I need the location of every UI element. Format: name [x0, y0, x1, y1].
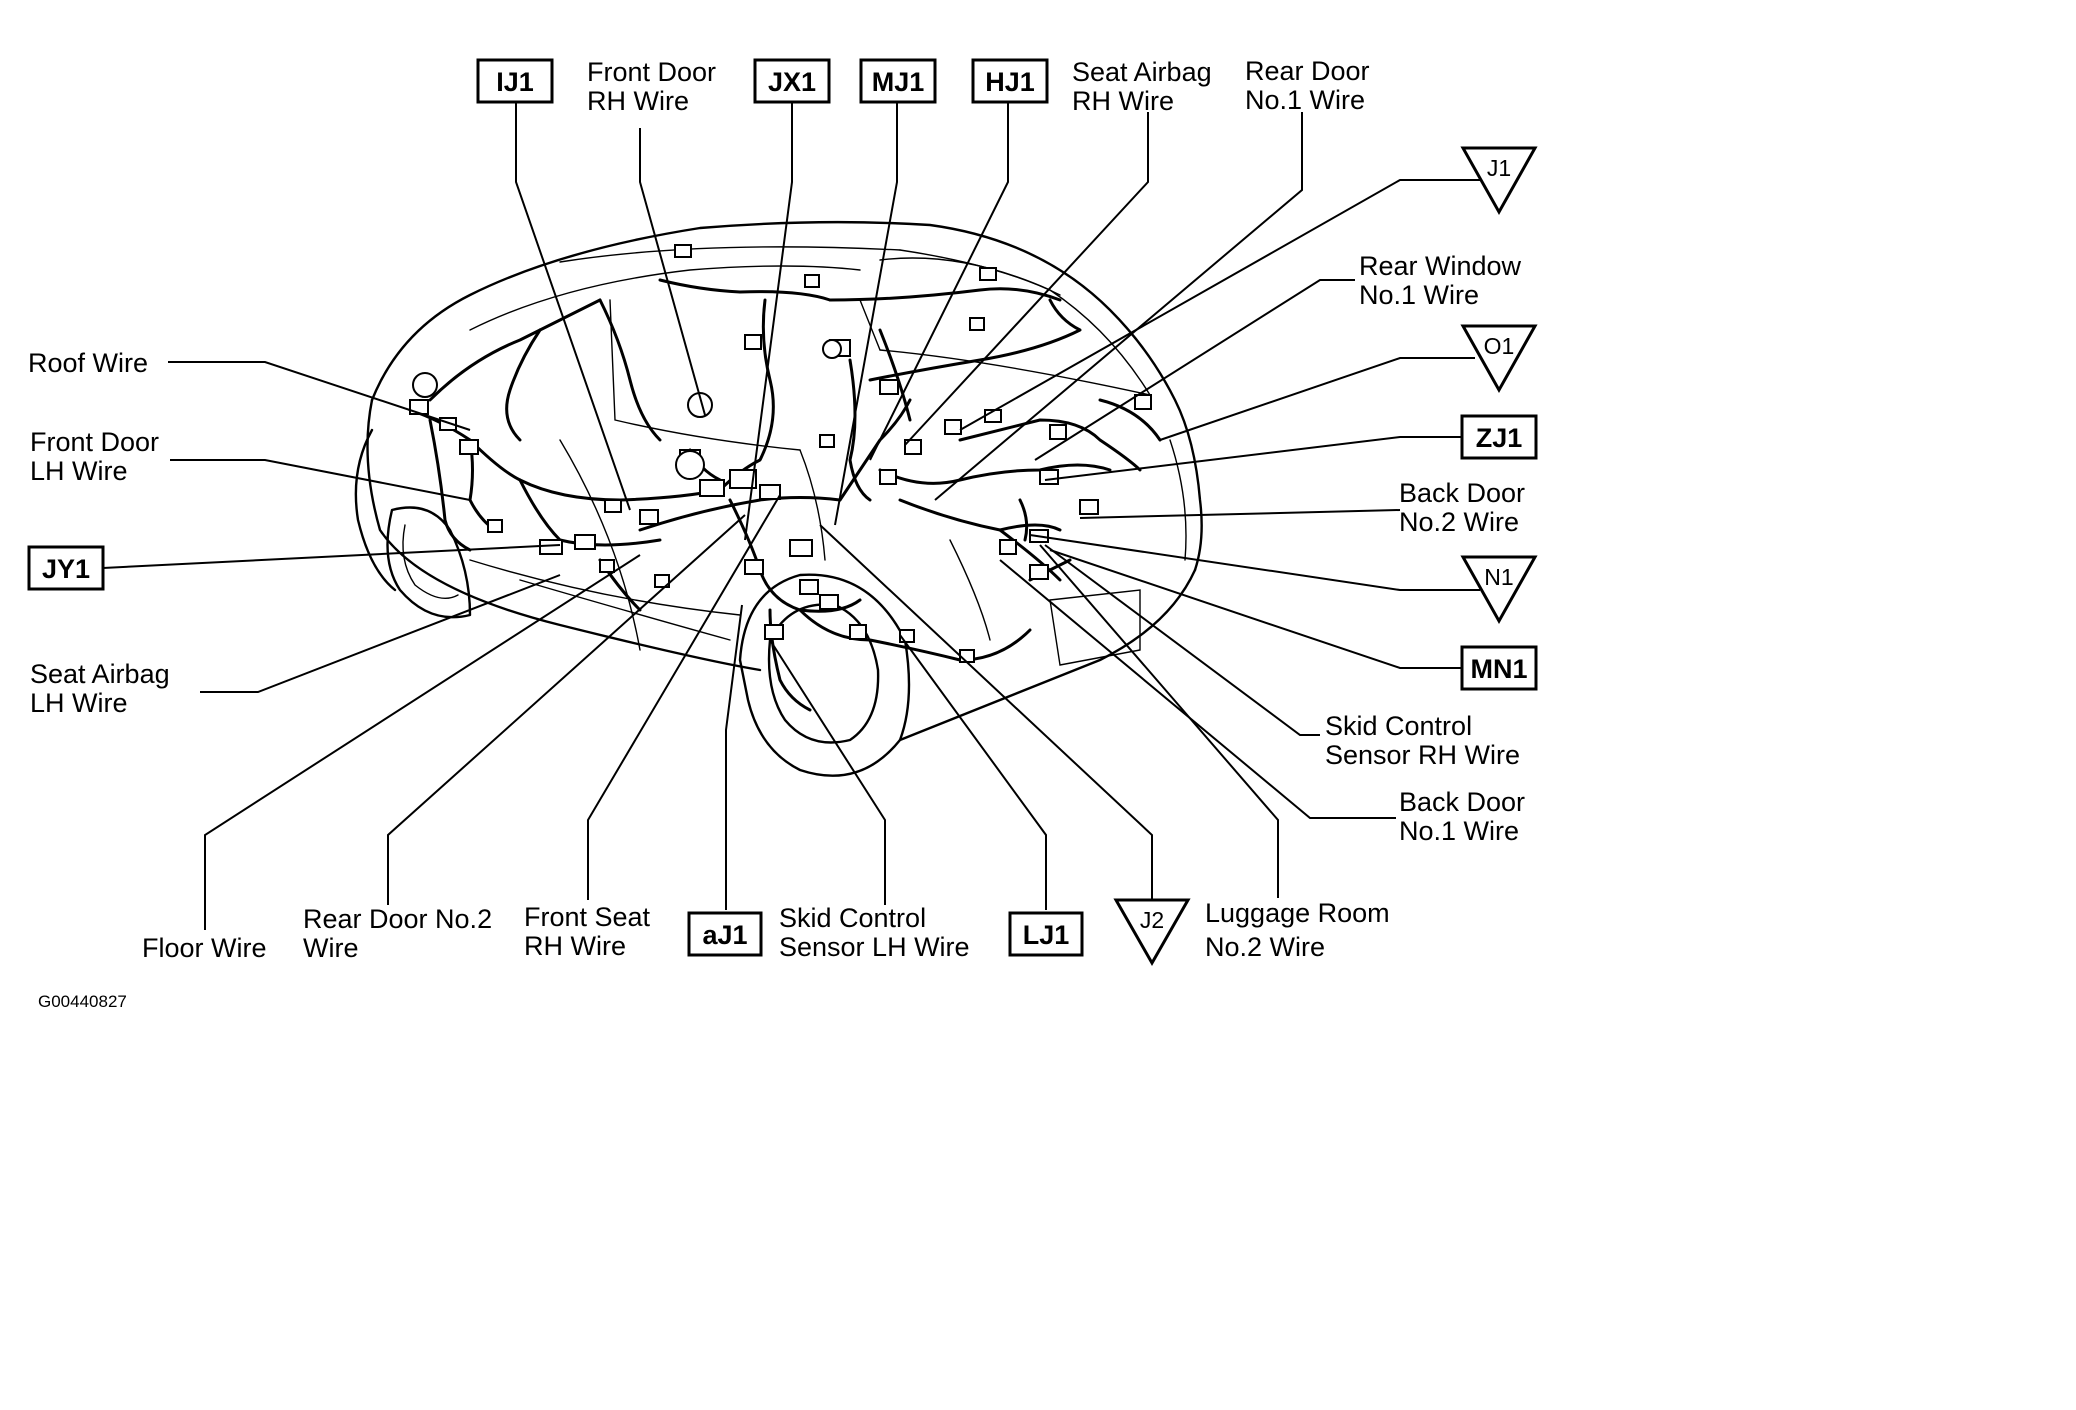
label-back-door-no2-wire-line2: No.2 Wire: [1399, 507, 1519, 537]
ground-point-N1: N1: [1460, 555, 1538, 625]
junction-connector-JX1: JX1: [753, 58, 831, 104]
junction-connector-MN1: MN1: [1460, 645, 1538, 691]
wiring-harness: [408, 278, 1162, 712]
label-front-door-lh-wire-line1: Front Door: [30, 427, 159, 457]
junction-connector-label: LJ1: [1023, 920, 1070, 950]
wiring-harness-diagram: Roof Wire Front Door LH Wire Seat Airbag…: [27, 56, 1538, 1011]
label-front-seat-rh-wire-line1: Front Seat: [524, 902, 651, 932]
label-rear-door-no1-wire-line2: No.1 Wire: [1245, 85, 1365, 115]
junction-connector-JY1: JY1: [27, 545, 105, 591]
junction-connector-MJ1: MJ1: [859, 58, 937, 104]
figure-code: G00440827: [38, 992, 127, 1011]
label-rear-door-no2-wire-line2: Wire: [303, 933, 359, 963]
junction-connector-label: MN1: [1470, 654, 1527, 684]
vehicle-outline: [354, 220, 1203, 777]
label-seat-airbag-rh-wire-line2: RH Wire: [1072, 86, 1174, 116]
ground-point-J1: J1: [1460, 146, 1538, 216]
label-skid-control-rh-wire-line2: Sensor RH Wire: [1325, 740, 1520, 770]
label-luggage-room-no2-wire-line2: No.2 Wire: [1205, 932, 1325, 962]
junction-connector-ZJ1: ZJ1: [1460, 414, 1538, 460]
junction-connector-label: ZJ1: [1476, 423, 1523, 453]
junction-connector-IJ1: IJ1: [476, 58, 554, 104]
label-seat-airbag-lh-wire-line2: LH Wire: [30, 688, 128, 718]
ground-point-O1: O1: [1460, 324, 1538, 394]
label-skid-control-lh-wire-line1: Skid Control: [779, 903, 926, 933]
junction-connector-label: MJ1: [872, 67, 925, 97]
junction-connector-label: JY1: [42, 554, 90, 584]
label-front-seat-rh-wire-line2: RH Wire: [524, 931, 626, 961]
label-rear-door-no2-wire-line1: Rear Door No.2: [303, 904, 492, 934]
junction-connector-label: aJ1: [702, 920, 747, 950]
ground-point-label: J2: [1140, 907, 1164, 933]
label-seat-airbag-rh-wire-line1: Seat Airbag: [1072, 57, 1212, 87]
label-roof-wire: Roof Wire: [28, 348, 148, 378]
label-back-door-no1-wire-line2: No.1 Wire: [1399, 816, 1519, 846]
ground-point-J2: J2: [1113, 898, 1191, 967]
label-back-door-no2-wire-line1: Back Door: [1399, 478, 1525, 508]
junction-connector-HJ1: HJ1: [971, 58, 1049, 104]
ground-point-label: J1: [1487, 155, 1511, 181]
junction-connector-label: HJ1: [985, 67, 1035, 97]
junction-connector-LJ1: LJ1: [1008, 911, 1084, 957]
label-front-door-rh-wire-line2: RH Wire: [587, 86, 689, 116]
label-skid-control-lh-wire-line2: Sensor LH Wire: [779, 932, 970, 962]
ground-point-label: N1: [1484, 564, 1513, 590]
label-back-door-no1-wire-line1: Back Door: [1399, 787, 1525, 817]
leader-lines: [102, 102, 1485, 930]
connectors: [409, 244, 1152, 663]
label-rear-window-no1-wire-line2: No.1 Wire: [1359, 280, 1479, 310]
junction-connector-label: IJ1: [496, 67, 534, 97]
ground-point-label: O1: [1484, 333, 1515, 359]
junction-connector-aJ1: aJ1: [687, 911, 763, 957]
label-luggage-room-no2-wire-line1: Luggage Room: [1205, 898, 1390, 928]
label-seat-airbag-lh-wire-line1: Seat Airbag: [30, 659, 170, 689]
label-front-door-lh-wire-line2: LH Wire: [30, 456, 128, 486]
label-skid-control-rh-wire-line1: Skid Control: [1325, 711, 1472, 741]
junction-connector-label: JX1: [768, 67, 816, 97]
label-front-door-rh-wire-line1: Front Door: [587, 57, 716, 87]
label-rear-door-no1-wire-line1: Rear Door: [1245, 56, 1370, 86]
label-rear-window-no1-wire-line1: Rear Window: [1359, 251, 1522, 281]
label-floor-wire: Floor Wire: [142, 933, 267, 963]
